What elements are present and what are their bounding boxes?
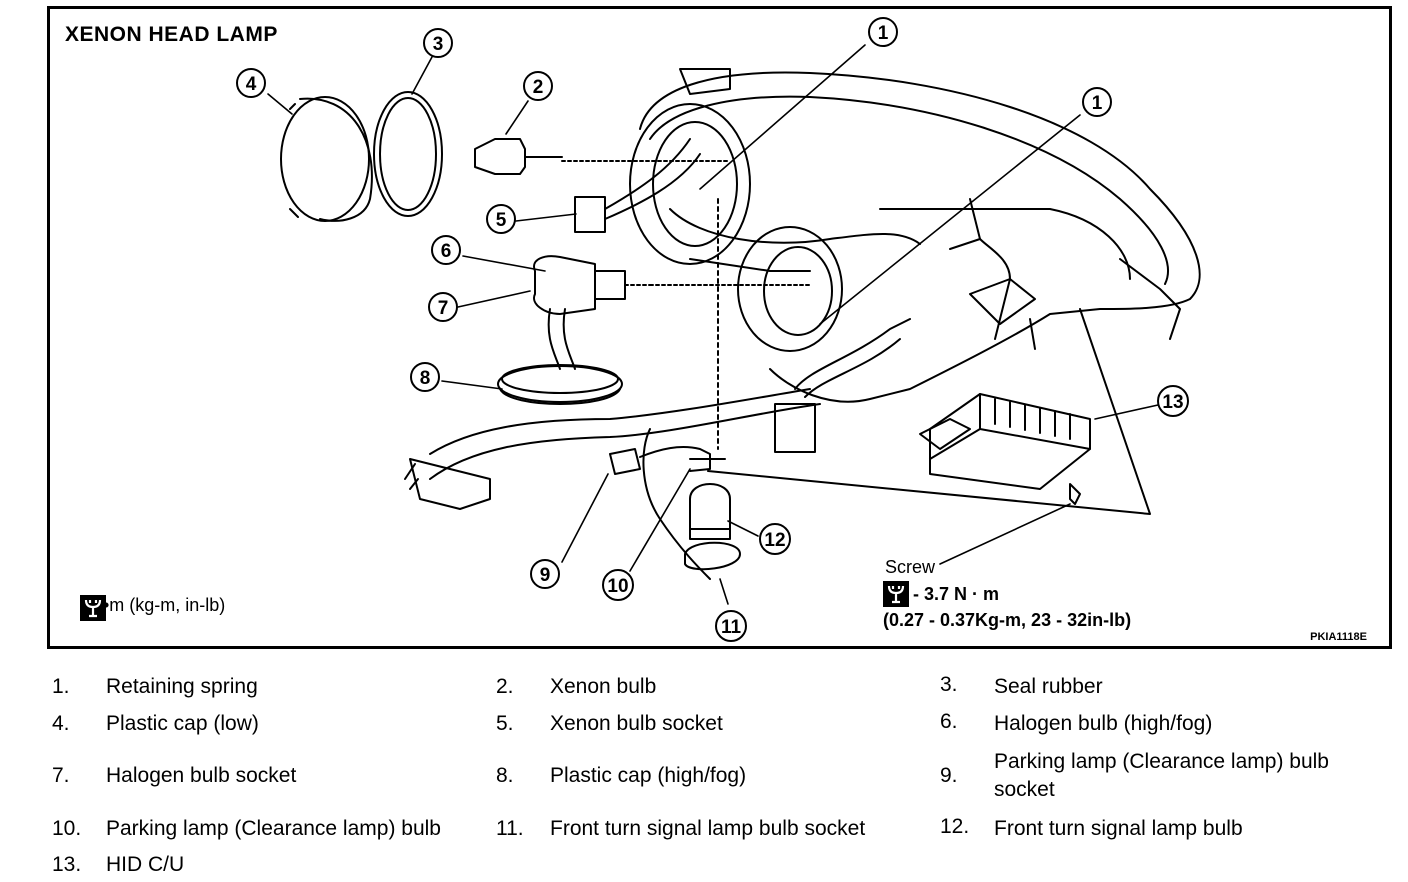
screw-label: Screw <box>885 557 936 577</box>
callout-marker <box>486 204 516 234</box>
callout-label: 13 <box>1162 392 1183 413</box>
callout-label: 11 <box>721 617 742 638</box>
callout-marker <box>428 292 458 322</box>
callout-label: 3 <box>433 34 444 55</box>
part-item: 2. Xenon bulb <box>496 675 940 699</box>
part-item: 7. Halogen bulb socket <box>52 764 496 788</box>
part-item: 6. Halogen bulb (high/fog) <box>940 710 1390 738</box>
part-number: 12. <box>940 815 970 838</box>
callout-marker <box>602 569 634 601</box>
xenon-bulb <box>474 138 526 175</box>
figure-code: PKIA1118E <box>1310 631 1367 643</box>
callout-label: 6 <box>441 241 452 262</box>
part-number: 8. <box>496 764 514 787</box>
part-label: Front turn signal lamp bulb <box>994 817 1243 840</box>
turn-signal-bulb <box>689 483 731 530</box>
callout-marker <box>715 610 747 642</box>
part-number: 4. <box>52 712 70 735</box>
wiring-harness <box>429 388 811 455</box>
headlamp-exploded-drawing: 1 1 2 3 4 5 6 7 8 9 10 11 12 13 <box>236 17 1201 642</box>
part-item: 8. Plastic cap (high/fog) <box>496 764 940 788</box>
callout-markers: 1 1 2 3 4 5 6 7 8 9 10 11 12 13 <box>236 17 1189 642</box>
parts-row: 7. Halogen bulb socket 8. Plastic cap (hig… <box>52 742 1402 810</box>
part-item: 12. Front turn signal lamp bulb <box>940 815 1390 843</box>
parts-row: 4.Plastic cap (low) 5.Xenon bulb socket … <box>52 706 1402 742</box>
part-number: 11. <box>496 817 524 840</box>
callout-marker <box>1082 87 1112 117</box>
screw-torque-alt-units: (0.27 - 0.37Kg-m, 23 - 32in-lb) <box>883 610 1132 630</box>
callout-label: 7 <box>438 298 449 319</box>
parts-row: 13. HID C/U <box>52 848 1402 882</box>
callout-marker <box>530 559 560 589</box>
part-item: 1. Retaining spring <box>52 675 496 699</box>
part-label: Retaining spring <box>106 675 258 698</box>
turn-signal-socket <box>684 541 741 571</box>
callout-marker <box>431 235 461 265</box>
callout-marker <box>1157 385 1189 417</box>
part-item: 5. Xenon bulb socket <box>496 712 940 736</box>
callout-label: 1 <box>878 23 889 44</box>
part-label: Xenon bulb <box>550 675 657 698</box>
callout-label: 12 <box>764 530 785 551</box>
part-item: 11. Front turn signal lamp bulb socket <box>496 817 940 841</box>
callout-label: 10 <box>607 576 628 597</box>
part-label: Halogen bulb (high/fog) <box>994 712 1213 735</box>
part-item: 13. HID C/U <box>52 853 496 877</box>
torque-wrench-icon <box>80 595 106 621</box>
callout-label: 2 <box>533 77 544 98</box>
part-number: 7. <box>52 764 70 787</box>
part-item: 10. Parking lamp (Clearance lamp) bulb <box>52 817 496 841</box>
part-number: 6. <box>940 710 958 733</box>
torque-unit-legend: : N•m (kg-m, in-lb) <box>80 595 226 615</box>
callout-marker <box>523 71 553 101</box>
part-label: HID C/U <box>106 853 185 876</box>
part-label: Xenon bulb socket <box>550 712 723 735</box>
part-item: 9. Parking lamp (Clearance lamp) bulb soc… <box>940 748 1390 804</box>
callout-marker <box>423 28 453 58</box>
part-number: 1. <box>52 675 70 698</box>
torque-wrench-icon <box>883 581 909 607</box>
callout-label: 5 <box>496 210 507 231</box>
callout-label: 9 <box>540 565 551 586</box>
callout-marker <box>868 17 898 47</box>
part-number: 9. <box>940 764 958 787</box>
parts-list: 1. Retaining spring 2. Xenon bulb 3. Seal r… <box>52 668 1402 882</box>
screw-torque-nm: 2.6 - 3.7 N · m <box>883 584 1000 604</box>
seal-rubber <box>373 91 443 217</box>
part-item: 4. Plastic cap (low) <box>52 712 496 736</box>
xenon-bulb-socket <box>574 196 606 233</box>
callout-marker <box>759 523 791 555</box>
lamp-housing <box>639 71 1201 403</box>
part-label: Parking lamp (Clearance lamp) bulb socke… <box>994 750 1329 801</box>
screw-torque-spec: 2.6 - 3.7 N · m (0.27 - 0.37Kg-m, 23 - 3… <box>883 581 1131 633</box>
callout-label: 4 <box>246 74 257 95</box>
torque-legend: : N•m (kg-m, in-lb) <box>80 595 226 621</box>
parts-row: 10. Parking lamp (Clearance lamp) bulb 11… <box>52 810 1402 848</box>
diagram-frame: 1 1 2 3 4 5 6 7 8 9 10 11 12 13 XENON HE… <box>47 6 1392 649</box>
part-label: Plastic cap (high/fog) <box>550 764 747 787</box>
part-label: Seal rubber <box>994 675 1103 698</box>
part-number: 5. <box>496 712 514 735</box>
plastic-cap-high-fog <box>497 365 623 403</box>
part-label: Plastic cap (low) <box>106 712 259 735</box>
part-number: 3. <box>940 673 958 696</box>
part-item: 3. Seal rubber <box>940 673 1390 701</box>
parts-row: 1. Retaining spring 2. Xenon bulb 3. Seal r… <box>52 668 1402 706</box>
halogen-bulb-socket <box>533 255 596 315</box>
callout-marker <box>410 362 440 392</box>
part-label: Parking lamp (Clearance lamp) bulb <box>106 817 441 840</box>
callout-label: 1 <box>1092 93 1103 114</box>
part-number: 10. <box>52 817 82 840</box>
diagram-title: XENON HEAD LAMP <box>65 23 278 46</box>
plastic-cap-low <box>280 96 370 222</box>
part-label: Halogen bulb socket <box>106 764 297 787</box>
part-label: Front turn signal lamp bulb socket <box>550 817 866 840</box>
callout-marker <box>236 68 266 98</box>
part-number: 2. <box>496 675 514 698</box>
part-number: 13. <box>52 853 82 876</box>
callout-label: 8 <box>420 368 431 389</box>
